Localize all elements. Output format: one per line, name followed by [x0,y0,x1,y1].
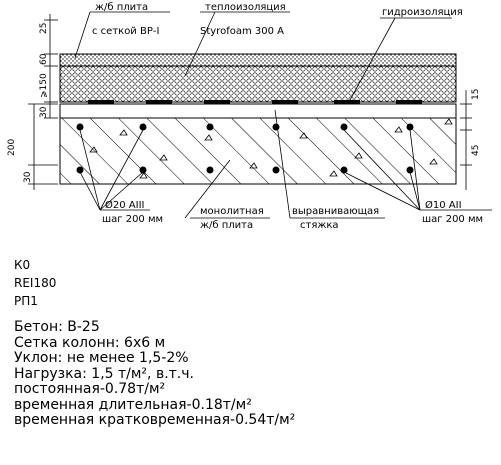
spec-load-short: временная кратковременная-0.54т/м² [14,412,296,428]
waterproofing-strips [88,100,422,104]
spec-load-long: временная длительная-0.18т/м² [14,396,252,413]
dim-60: 60 [39,53,49,65]
code-k0: К0 [14,258,31,272]
label-waterproofing: гидроизоляция [382,7,463,18]
screed-layer [59,103,457,119]
dim-30a: 30 [39,106,49,118]
label-insulation-2: Styrofoam 300 A [200,26,284,37]
label-rebar-left-2: шаг 200 мм [102,214,163,225]
aggregate-marks [89,118,453,179]
label-slab-top-2: с сеткой ВР-I [92,26,159,37]
top-slab-layer [59,53,457,67]
dim-200: 200 [7,139,17,156]
rebar-bottom [76,166,414,174]
label-insulation-1: теплоизоляция [205,2,286,13]
label-monolith-1: монолитная [200,206,264,217]
dim-30b: 30 [23,171,33,183]
monolithic-slab [59,117,457,185]
spec-load-permanent: постоянная-0.78т/м² [14,381,166,397]
label-rebar-right-2: шаг 200 мм [422,214,483,225]
left-dimension-lines [28,14,58,190]
label-screed-2: стяжка [300,220,339,231]
dim-15: 15 [471,89,481,100]
spec-column-grid: Сетка колонн: 6х6 м [14,334,166,351]
right-dimension-lines [460,90,472,190]
label-monolith-2: ж/б плита [200,220,253,231]
insulation-layer [59,65,457,103]
label-rebar-right-1: Ø10 AII [425,199,462,211]
spec-notes: Бетон: В-25 Сетка колонн: 6х6 м Уклон: н… [14,319,296,429]
leader-lines [74,11,492,219]
floor-section-drawing: ж/б плита с сеткой ВР-I теплоизоляция St… [7,2,492,231]
dim-150: ⩾150 [39,73,49,98]
spec-concrete: Бетон: В-25 [14,319,100,335]
fire-codes: К0 REI180 РП1 [14,256,56,310]
code-rei: REI180 [14,276,57,290]
spec-load: Нагрузка: 1,5 т/м², в.т.ч. [14,365,194,382]
label-screed-1: выравнивающая [292,206,379,217]
spec-slope: Уклон: не менее 1,5-2% [14,350,189,366]
dim-45: 45 [471,145,481,156]
dim-25: 25 [39,23,49,34]
code-rp: РП1 [14,294,38,308]
label-rebar-left-1: Ø20 AIII [105,199,144,211]
label-slab-top-1: ж/б плита [95,2,148,13]
